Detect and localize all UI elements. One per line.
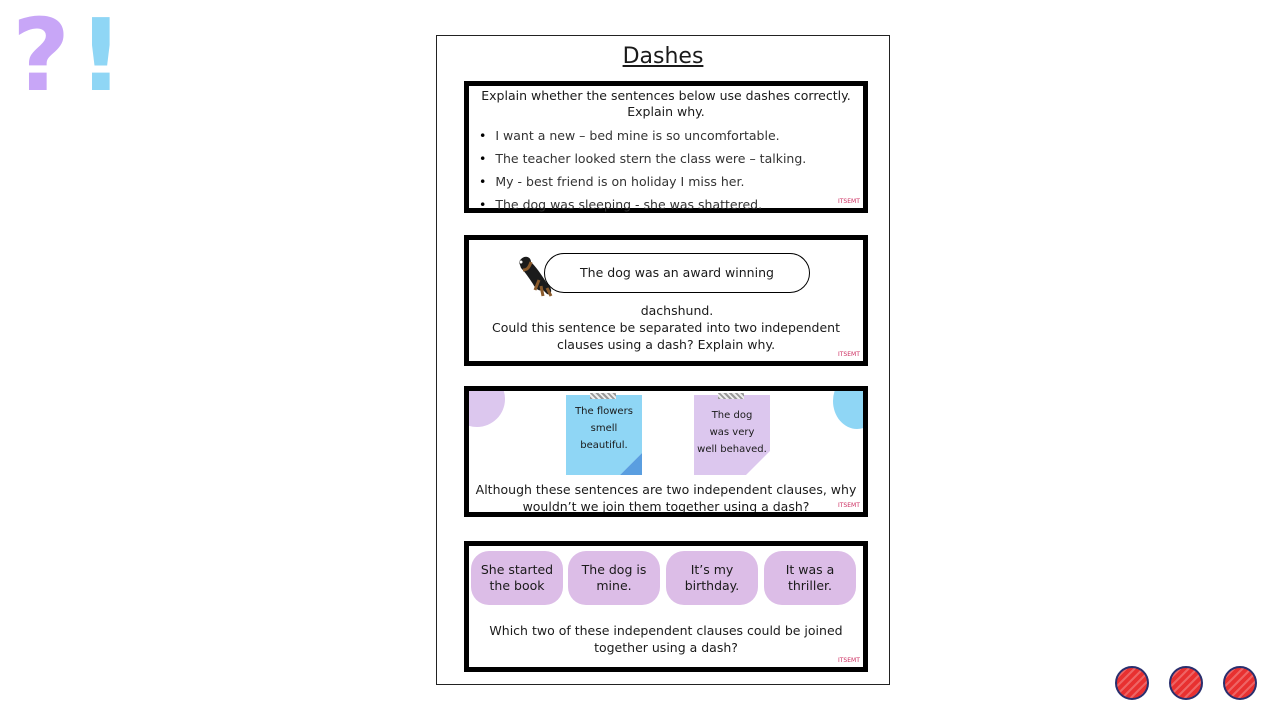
- list-item: My - best friend is on holiday I miss he…: [479, 170, 806, 193]
- tape-icon: [718, 393, 744, 399]
- note-line: The dog: [711, 410, 753, 421]
- brand-logo: ITSEMT: [838, 502, 860, 509]
- note-line: smell: [590, 423, 618, 434]
- note-line: well behaved.: [697, 444, 767, 455]
- pill-line: It’s my: [690, 562, 734, 577]
- sticky-note: The flowers smell beautiful.: [566, 393, 642, 475]
- pill-line: The dog is: [581, 562, 647, 577]
- corner-decoration: [469, 391, 505, 427]
- question-card-2: The dog was an award winning dachshund. …: [464, 235, 868, 366]
- clause-pill: The dog is mine.: [568, 551, 660, 605]
- card-3-question: Although these sentences are two indepen…: [475, 482, 857, 514]
- question-card-4: She started the book The dog is mine. It…: [464, 541, 868, 672]
- pill-line: birthday.: [684, 578, 740, 593]
- pill-line: It was a: [785, 562, 835, 577]
- sentence-list: I want a new – bed mine is so uncomforta…: [479, 124, 806, 216]
- note-line: was very: [709, 427, 755, 438]
- dachshund-icon: [519, 256, 553, 297]
- question-mark-decoration: ?: [12, 0, 71, 114]
- card-4-question: Which two of these independent clauses c…: [489, 623, 843, 655]
- scribble-circle-icon[interactable]: [1115, 666, 1149, 700]
- clause-options: She started the book The dog is mine. It…: [471, 551, 861, 605]
- brand-logo: ITSEMT: [838, 351, 860, 358]
- card-2-question: Could this sentence be separated into tw…: [491, 320, 840, 352]
- card-1-question: Explain whether the sentences below use …: [481, 88, 851, 119]
- brand-logo: ITSEMT: [838, 198, 860, 205]
- pill-line: thriller.: [787, 578, 833, 593]
- note-line: beautiful.: [580, 440, 628, 451]
- page-fold-icon: [620, 453, 642, 475]
- speech-bubble: The dog was an award winning dachshund.: [544, 253, 810, 318]
- brand-logo: ITSEMT: [838, 657, 860, 664]
- list-item: I want a new – bed mine is so uncomforta…: [479, 124, 806, 147]
- tape-icon: [590, 393, 616, 399]
- clause-pill: It’s my birthday.: [666, 551, 758, 605]
- page-fold-icon: [746, 451, 770, 475]
- worksheet: Dashes Explain whether the sentences bel…: [436, 35, 890, 685]
- sticky-note: The dog was very well behaved.: [694, 393, 770, 475]
- page-title: Dashes: [622, 44, 704, 69]
- clause-pill: It was a thriller.: [764, 551, 856, 605]
- scribble-circle-icon[interactable]: [1169, 666, 1203, 700]
- pill-line: the book: [489, 578, 545, 593]
- exclamation-mark-decoration: !: [78, 0, 124, 114]
- pill-line: mine.: [596, 578, 632, 593]
- list-item: The teacher looked stern the class were …: [479, 147, 806, 170]
- question-card-3: The flowers smell beautiful. The dog was…: [464, 386, 868, 517]
- clause-pill: She started the book: [471, 551, 563, 605]
- note-line: The flowers: [575, 406, 633, 417]
- corner-decoration: [833, 391, 863, 429]
- list-item: The dog was sleeping - she was shattered…: [479, 193, 806, 216]
- scribble-circle-icon[interactable]: [1223, 666, 1257, 700]
- pill-line: She started: [480, 562, 554, 577]
- question-card-1: Explain whether the sentences below use …: [464, 81, 868, 213]
